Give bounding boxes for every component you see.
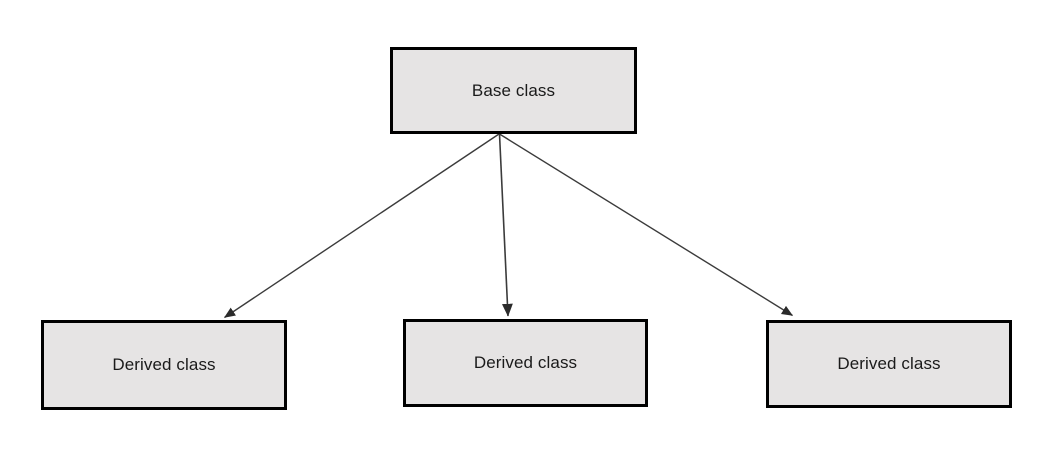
derived-class-label-1: Derived class bbox=[112, 355, 216, 374]
connector-base-to-derived-1 bbox=[224, 133, 500, 319]
derived-class-label-2: Derived class bbox=[473, 353, 578, 372]
base-class-label: Base class bbox=[471, 80, 556, 100]
connector-base-to-derived-2 bbox=[498, 133, 513, 317]
derived-class-label-3: Derived class bbox=[837, 354, 941, 373]
derived-class-box-2[interactable]: Derived class bbox=[403, 319, 648, 407]
derived-class-box-1[interactable]: Derived class bbox=[41, 320, 287, 410]
base-class-box[interactable]: Base class bbox=[390, 47, 637, 134]
derived-class-box-3[interactable]: Derived class bbox=[766, 320, 1012, 408]
connector-base-to-derived-3 bbox=[499, 133, 793, 317]
